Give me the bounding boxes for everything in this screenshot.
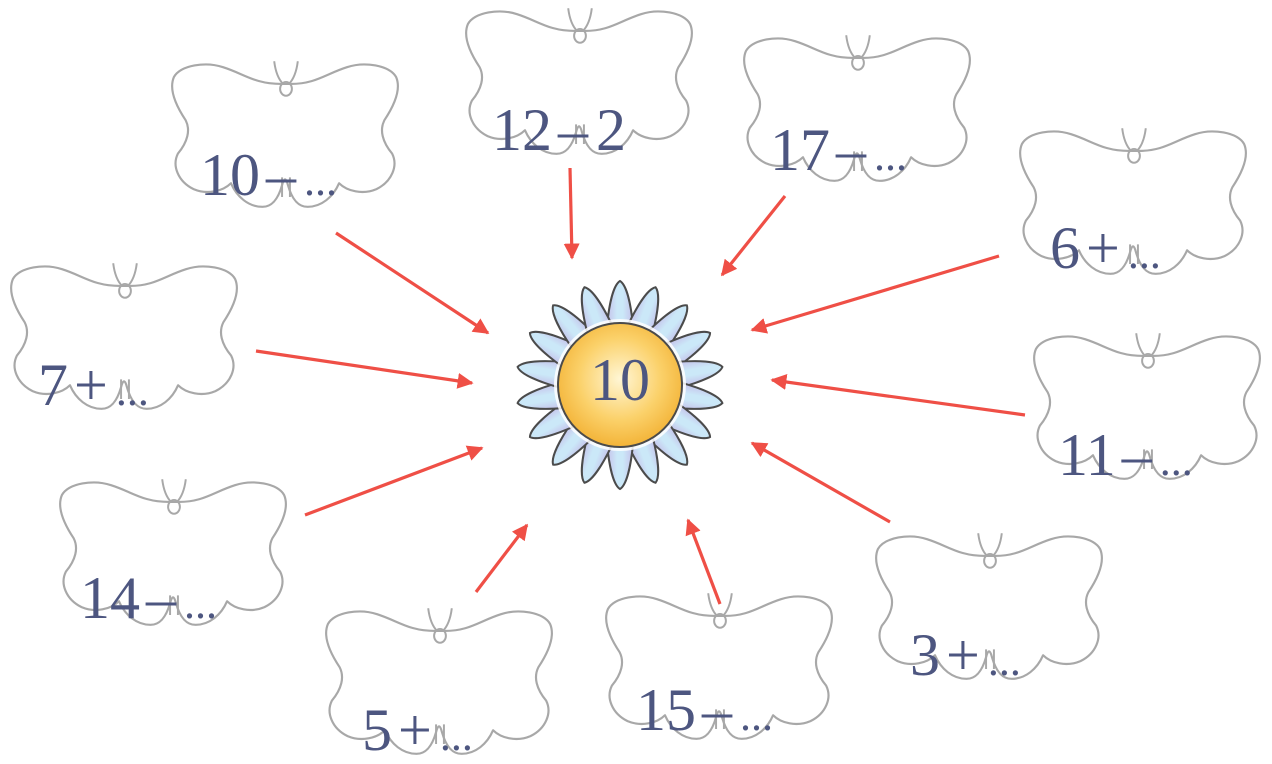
- butterfly-card-17-minus: 17–...: [744, 35, 970, 183]
- butterfly-card-7-plus: 7+...: [11, 263, 237, 418]
- expression-operator: +: [74, 352, 108, 418]
- expression-number: 12: [492, 97, 552, 163]
- butterfly-expression: 10–...: [200, 142, 337, 208]
- butterfly-card-11-minus: 11–...: [1034, 333, 1260, 488]
- butterfly-expression: 15–...: [636, 677, 773, 743]
- pointer-arrow: [476, 525, 527, 592]
- expression-operator: +: [946, 622, 980, 688]
- expression-operator: –: [557, 97, 589, 163]
- expression-blank: ...: [988, 636, 1021, 685]
- pointer-arrow: [752, 443, 890, 522]
- expression-number: 5: [362, 697, 392, 763]
- butterfly-expression: 7+...: [38, 352, 149, 418]
- expression-number: 10: [200, 142, 260, 208]
- butterfly-card-3-plus: 3+...: [876, 533, 1102, 688]
- expression-blank: ...: [184, 579, 217, 628]
- flower-center-number: 10: [590, 347, 650, 413]
- expression-number: 15: [636, 677, 696, 743]
- expression-number: 7: [38, 352, 68, 418]
- expression-blank: ...: [1128, 229, 1161, 278]
- expression-number: 11: [1058, 422, 1116, 488]
- expression-operator: –: [265, 142, 297, 208]
- expression-blank: ...: [874, 131, 907, 180]
- butterfly-card-12-minus-2: 12–2: [466, 8, 692, 163]
- butterfly-expression: 17–...: [770, 117, 907, 183]
- expression-operator: –: [145, 565, 177, 631]
- pointer-arrow: [305, 448, 482, 515]
- butterfly-expression: 12–2: [492, 97, 626, 163]
- butterfly-card-14-minus: 14–...: [60, 479, 286, 631]
- expression-operator: –: [835, 117, 867, 183]
- expression-operator: +: [398, 697, 432, 763]
- butterfly-expression: 14–...: [80, 565, 217, 631]
- butterfly-card-10-minus: 10–...: [172, 61, 398, 208]
- butterfly-expression: 3+...: [910, 622, 1021, 688]
- expression-blank: ...: [740, 691, 773, 740]
- expression-operator: +: [1086, 215, 1120, 281]
- pointer-arrow: [256, 351, 472, 383]
- pointer-arrow: [752, 256, 999, 330]
- expression-operator: –: [701, 677, 733, 743]
- expression-blank: ...: [116, 366, 149, 415]
- pointer-arrow: [570, 168, 572, 258]
- pointer-arrow: [336, 233, 488, 333]
- expression-operator: –: [1121, 422, 1153, 488]
- butterfly-card-15-minus: 15–...: [606, 593, 832, 743]
- expression-blank: ...: [304, 156, 337, 205]
- expression-blank: ...: [1160, 436, 1193, 485]
- butterfly-card-5-plus: 5+...: [326, 608, 552, 763]
- expression-number: 14: [80, 565, 140, 631]
- expression-operand: 2: [596, 97, 626, 163]
- pointer-arrow: [772, 380, 1025, 415]
- butterfly-card-6-plus: 6+...: [1020, 128, 1246, 281]
- pointer-arrow: [722, 196, 785, 275]
- pointer-arrow: [688, 520, 720, 604]
- butterfly-expression: 6+...: [1050, 215, 1161, 281]
- expression-blank: ...: [440, 711, 473, 760]
- butterfly-expression: 11–...: [1058, 422, 1193, 488]
- butterfly-expression: 5+...: [362, 697, 473, 763]
- expression-number: 6: [1050, 215, 1080, 281]
- expression-number: 3: [910, 622, 940, 688]
- expression-number: 17: [770, 117, 830, 183]
